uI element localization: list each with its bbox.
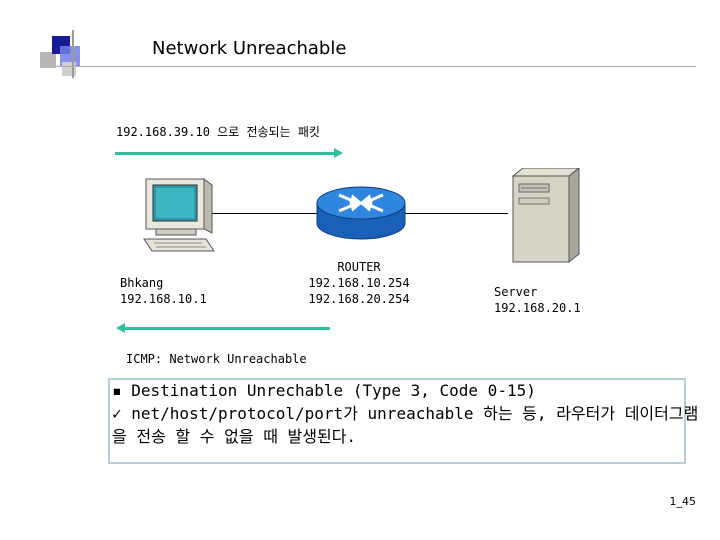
icmp-label: ICMP: Network Unreachable <box>126 352 307 366</box>
icmp-return-arrow <box>116 323 330 333</box>
page-number: 1_45 <box>669 495 697 508</box>
page-title: Network Unreachable <box>152 38 347 59</box>
host-ip: 192.168.10.1 <box>120 292 207 306</box>
note-line-description: ✓ net/host/protocol/port가 unreachable 하는… <box>112 404 699 423</box>
note-line-destination: ▪ Destination Unrechable (Type 3, Code 0… <box>112 381 536 400</box>
title-underline <box>56 66 696 67</box>
title-divider <box>72 30 74 78</box>
note-line-description-cont: 을 전송 할 수 없을 때 발생된다. <box>112 427 357 446</box>
pc-icon <box>140 175 220 255</box>
server-icon <box>505 166 581 264</box>
router-name: ROUTER <box>337 260 381 274</box>
host-label: Bhkang 192.168.10.1 <box>120 275 207 307</box>
router-label: ROUTER 192.168.10.254 192.168.20.254 <box>296 259 422 307</box>
title-decoration-square <box>40 52 56 68</box>
server-name: Server <box>494 285 538 299</box>
router-icon <box>313 185 409 243</box>
note-box <box>108 378 686 464</box>
server-ip: 192.168.20.1 <box>494 301 581 315</box>
outgoing-packet-arrow <box>115 148 343 158</box>
server-label: Server 192.168.20.1 <box>494 284 581 316</box>
router-ip-2: 192.168.20.254 <box>308 292 410 306</box>
router-ip-1: 192.168.10.254 <box>308 276 410 290</box>
packet-label: 192.168.39.10 으로 전송되는 패킷 <box>116 125 320 139</box>
title-decoration-square <box>60 46 80 66</box>
host-name: Bhkang <box>120 276 164 290</box>
